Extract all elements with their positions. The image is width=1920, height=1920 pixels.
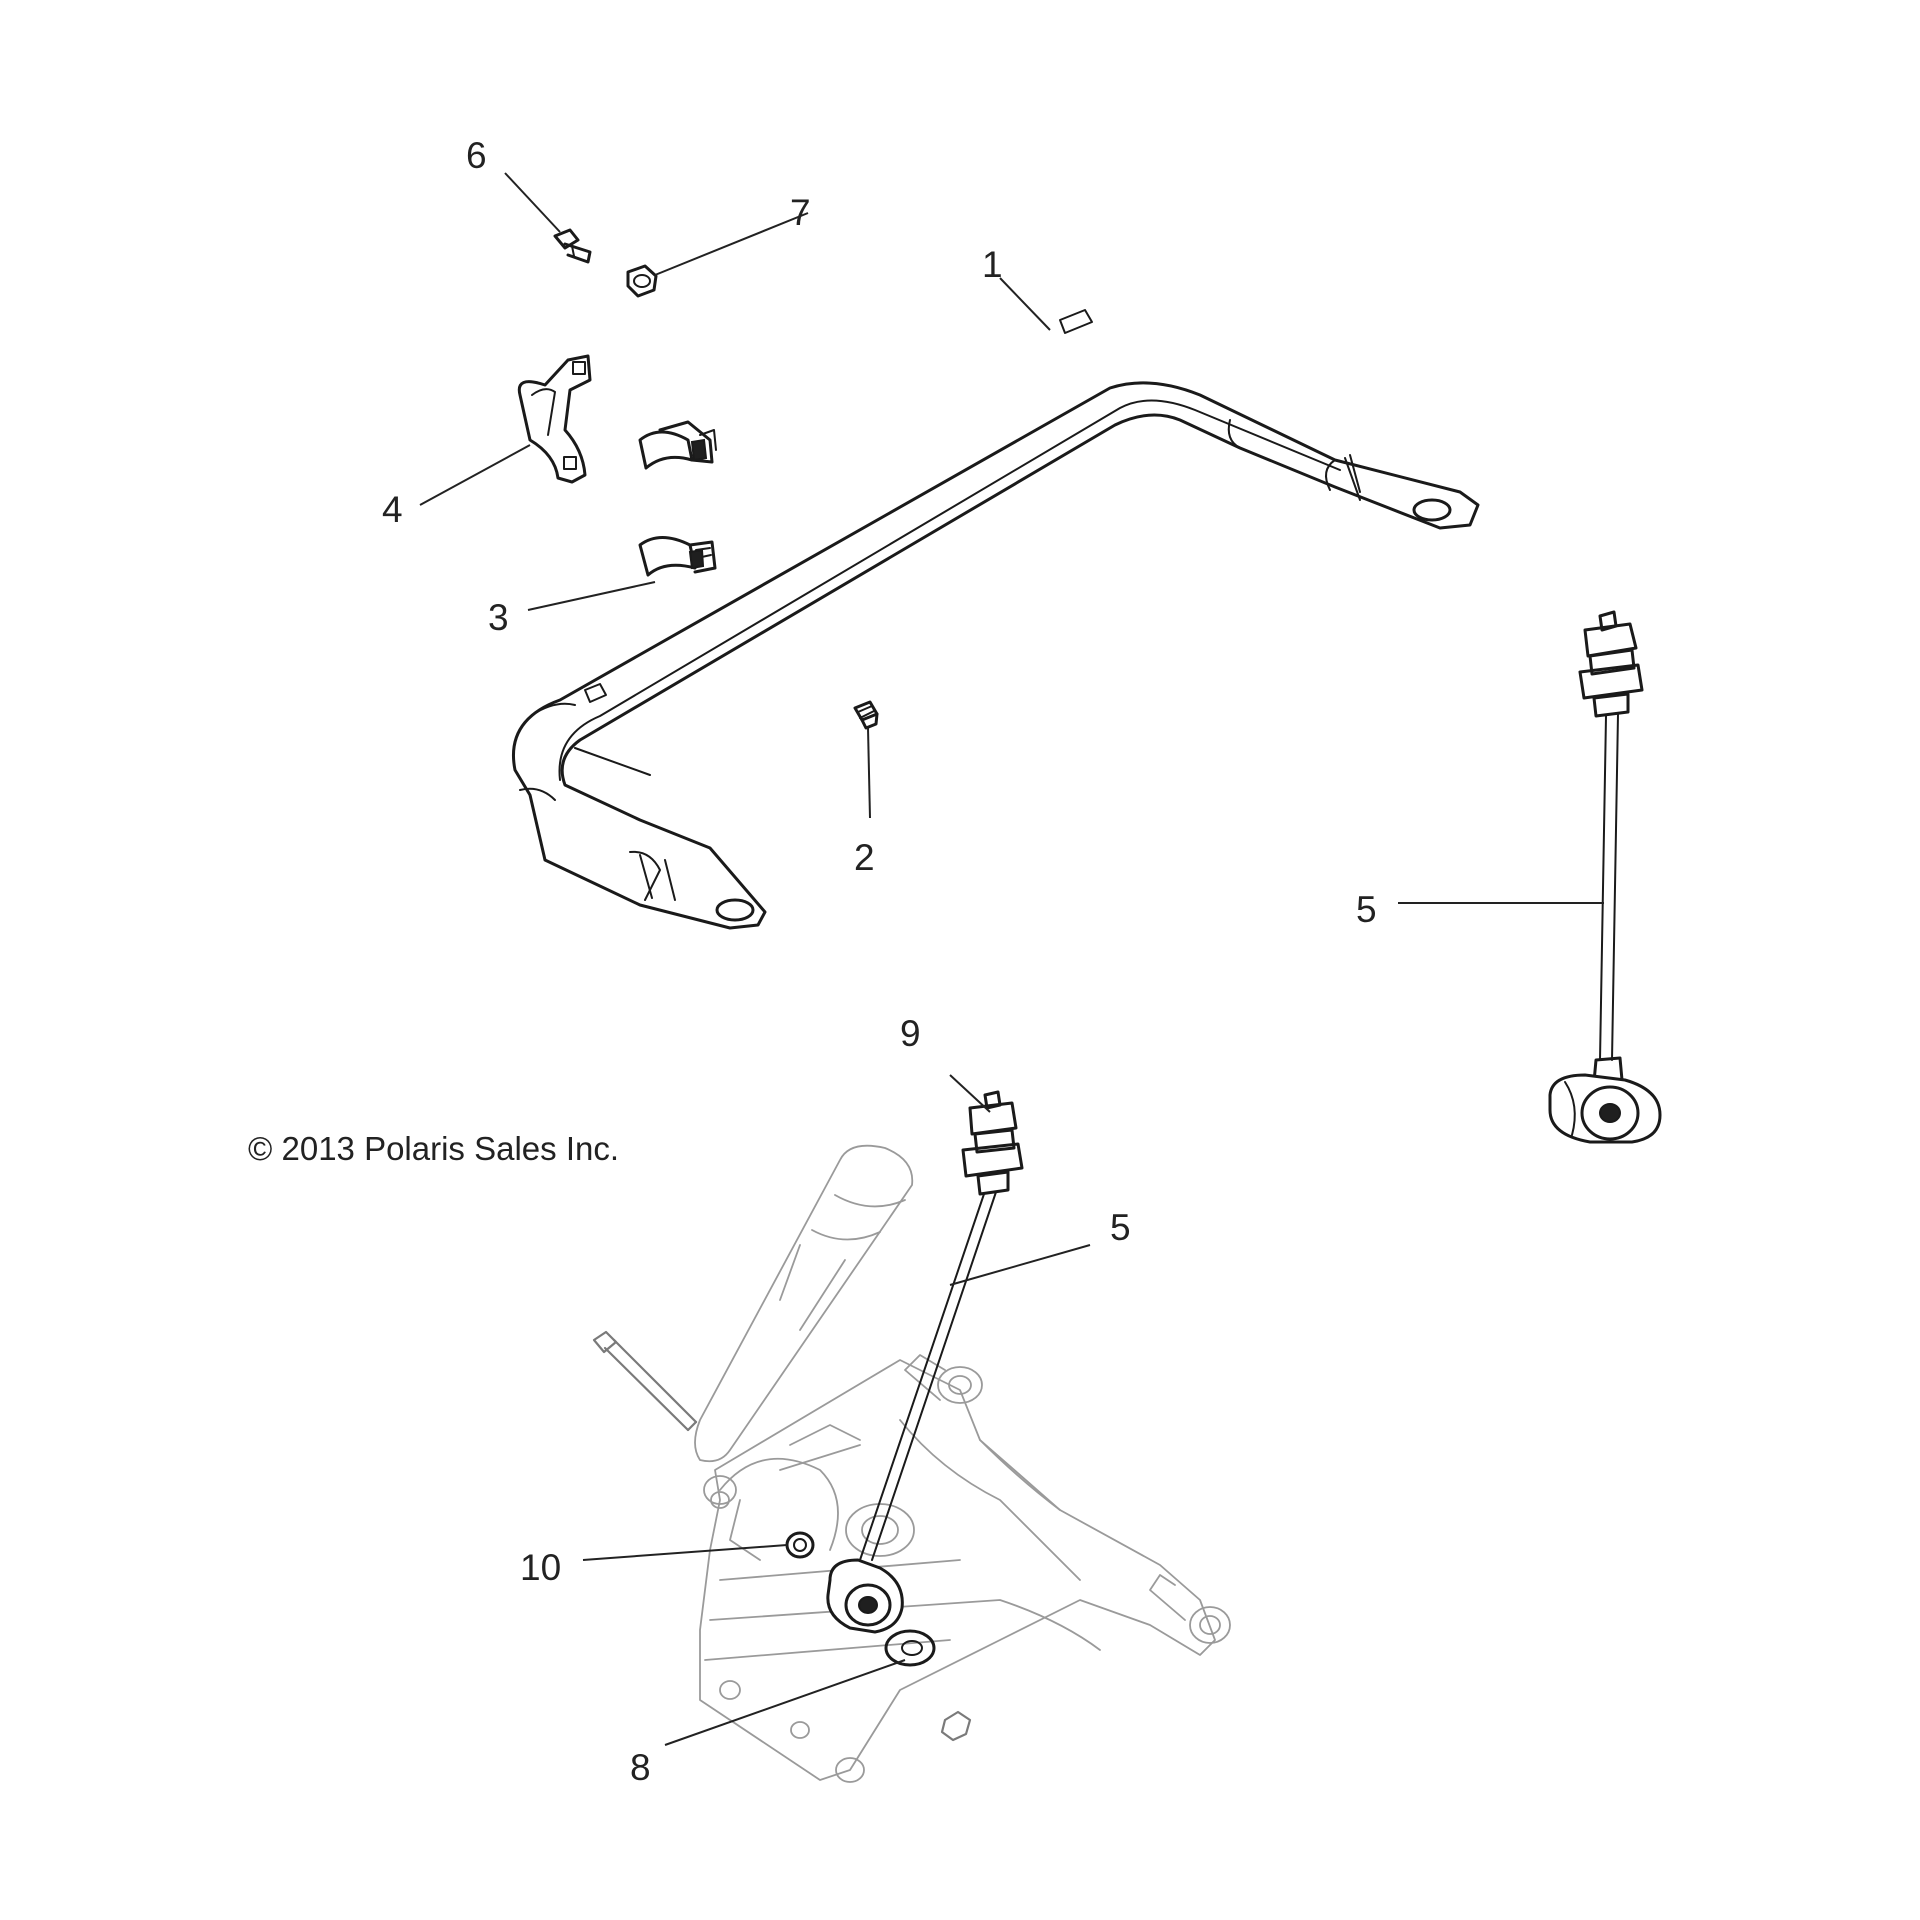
callout-1: 1 xyxy=(982,244,1003,285)
callout-4: 4 xyxy=(382,489,403,530)
callout-2: 2 xyxy=(854,837,875,878)
callout-8: 8 xyxy=(630,1747,651,1788)
sway-bar-link-lower xyxy=(826,1090,1024,1634)
callout-5-right: 5 xyxy=(1356,889,1377,930)
a-arm-bolt xyxy=(592,1330,698,1432)
suspension-assembly-ghost xyxy=(694,1144,1231,1783)
copyright-notice: © 2013 Polaris Sales Inc. xyxy=(248,1130,619,1167)
washer xyxy=(884,1629,972,1742)
sway-bar-link-right xyxy=(1548,610,1662,1144)
upper-bushing xyxy=(638,420,717,470)
callout-9: 9 xyxy=(900,1013,921,1054)
callout-3: 3 xyxy=(488,597,509,638)
flange-nut xyxy=(626,264,658,298)
callout-6: 6 xyxy=(466,135,487,176)
callout-labels: 1 2 3 4 5 5 6 7 8 9 10 xyxy=(382,135,1377,1788)
stabilizer-bar xyxy=(512,309,1480,930)
callout-5-lower: 5 xyxy=(1110,1207,1131,1248)
grease-fitting xyxy=(853,700,879,730)
bushing-bracket xyxy=(517,354,592,484)
callout-7: 7 xyxy=(790,192,811,233)
callout-10: 10 xyxy=(520,1547,561,1588)
lower-bushing xyxy=(638,536,717,577)
link-nut xyxy=(785,1531,815,1559)
leader-lines xyxy=(419,172,1604,1746)
flange-bolt xyxy=(553,228,592,264)
